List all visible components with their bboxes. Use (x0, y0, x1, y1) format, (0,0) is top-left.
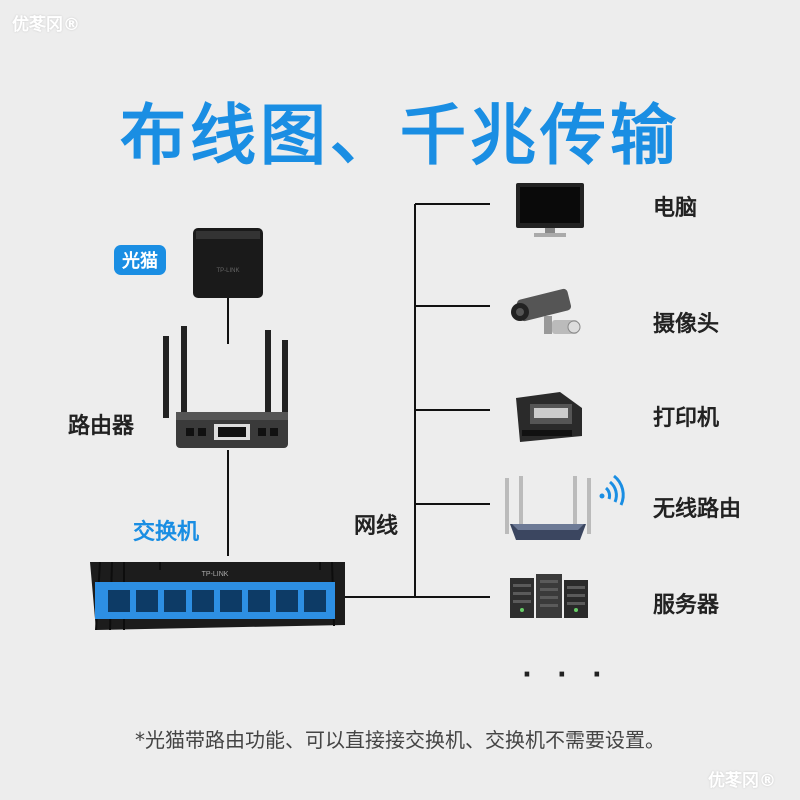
cable-label: 网线 (354, 514, 399, 539)
watermark-bottom-right: 优苳冈® (708, 771, 776, 791)
more-devices-ellipsis: · · · (522, 660, 610, 690)
computer-monitor-icon (516, 183, 584, 237)
switch-icon: TP-LINK (90, 561, 345, 631)
printer-icon (516, 392, 582, 442)
device-label-computer: 电脑 (653, 196, 698, 221)
device-label-printer: 打印机 (653, 406, 720, 431)
device-label-server: 服务器 (653, 593, 720, 618)
svg-text:TP-LINK: TP-LINK (216, 268, 239, 274)
modem-label: 光猫 (114, 245, 166, 275)
device-label-wireless-router: 无线路由 (653, 497, 742, 522)
switch-label: 交换机 (133, 520, 200, 545)
page-title: 布线图、千兆传输 (120, 97, 680, 174)
router-label: 路由器 (68, 414, 135, 439)
optical-modem-icon: TP-LINK (193, 228, 263, 298)
device-label-camera: 摄像头 (653, 312, 720, 337)
footnote: *光猫带路由功能、可以直接接交换机、交换机不需要设置。 (135, 728, 665, 752)
wireless-router-icon (505, 476, 591, 540)
cable-lines (227, 203, 490, 598)
server-rack-icon (510, 574, 588, 618)
router-icon (163, 326, 288, 448)
watermark-top-left: 优苳冈® (12, 15, 80, 35)
wifi-signal-icon (599, 474, 625, 506)
security-camera-icon (511, 288, 581, 334)
svg-text:TP-LINK: TP-LINK (202, 571, 229, 578)
